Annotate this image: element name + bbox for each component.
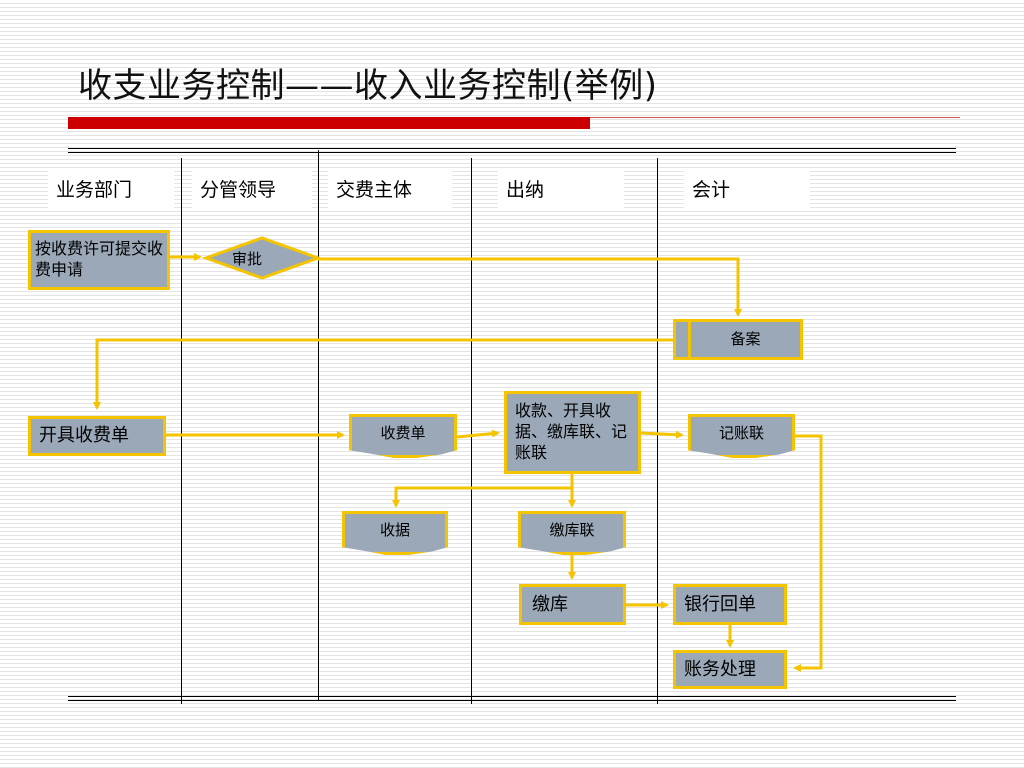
table-top-border-2 [68, 152, 956, 153]
node-deposit: 缴库 [519, 584, 626, 625]
lane-header-leader: 分管领导 [192, 168, 312, 208]
node-deposit-copy: 缴库联 [518, 511, 626, 555]
page-title: 收支业务控制——收入业务控制(举例) [78, 66, 658, 106]
arrow-filing-to-issue [93, 338, 674, 410]
arrow-collect-to-record [640, 430, 684, 439]
arrow-fee-bill-to-collect [456, 429, 500, 439]
lane-header-cashier: 出纳 [498, 168, 624, 208]
lane-divider-2 [318, 150, 319, 700]
node-issue-bill: 开具收费单 [28, 416, 166, 456]
node-filing: 备案 [673, 319, 803, 360]
filing-side-bar [676, 322, 691, 357]
lane-divider-3 [471, 158, 472, 704]
node-collect: 收款、开具收据、缴库联、记账联 [504, 391, 641, 474]
approve-diamond [201, 236, 323, 280]
lane-divider-1 [181, 158, 182, 704]
node-approve-label: 审批 [232, 250, 263, 268]
table-bottom-border-2 [68, 700, 956, 701]
lane-header-business: 业务部门 [48, 168, 174, 208]
table-top-border [68, 148, 956, 149]
lane-divider-4 [657, 158, 658, 704]
lane-header-accountant: 会计 [684, 168, 810, 208]
title-accent-line [590, 117, 960, 118]
node-fee-bill: 收费单 [349, 414, 457, 458]
node-receipt: 收据 [342, 511, 448, 555]
node-record-copy: 记账联 [688, 414, 795, 458]
arrow-record-to-accounting [793, 434, 823, 672]
lane-header-payer: 交费主体 [328, 168, 452, 208]
node-apply: 按收费许可提交收费申请 [28, 230, 170, 290]
table-bottom-border [68, 696, 956, 697]
title-accent-bar [68, 117, 590, 129]
node-accounting: 账务处理 [673, 650, 787, 689]
arrow-collect-to-receipt [392, 474, 574, 508]
node-bank-slip: 银行回单 [673, 584, 787, 625]
arrow-approve-to-filing [318, 257, 742, 317]
node-filing-label: 备案 [730, 329, 761, 348]
